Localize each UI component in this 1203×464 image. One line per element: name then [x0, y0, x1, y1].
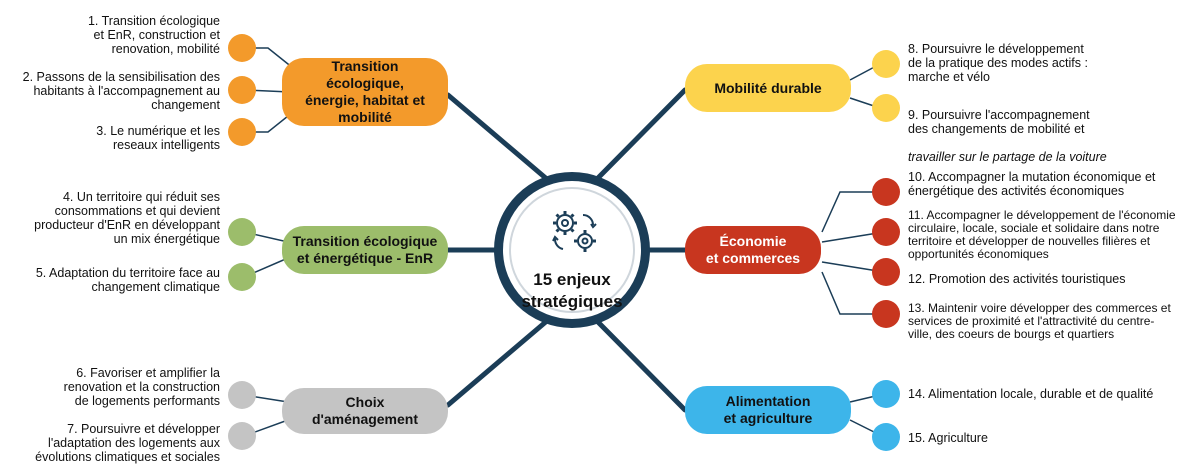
theme-alimentation-pill: Alimentation et agriculture	[685, 386, 851, 434]
item-9-italic: travailler sur le partage de la voiture	[908, 150, 1107, 164]
theme-alimentation-label: Alimentation et agriculture	[723, 393, 813, 426]
gears-arrows-icon	[552, 211, 597, 252]
node-1	[228, 34, 256, 62]
theme-mobilite-label: Mobilité durable	[714, 79, 822, 96]
theme-mobilite-pill: Mobilité durable	[685, 64, 851, 112]
item-5: 5. Adaptation du territoire face au chan…	[35, 266, 220, 294]
node-6	[228, 381, 256, 409]
item-14: 14. Alimentation locale, durable et de q…	[908, 387, 1154, 401]
theme-amenagement-label: Choix d'aménagement	[311, 394, 419, 427]
item-11: 11. Accompagner le développement de l'éc…	[908, 208, 1176, 261]
node-4	[228, 218, 256, 246]
theme-economie-label: Économie et commerces	[705, 233, 801, 266]
item-4: 4. Un territoire qui réduit ses consomma…	[34, 190, 220, 246]
node-13	[872, 300, 900, 328]
item-3: 3. Le numérique et les reseaux intellige…	[96, 124, 220, 152]
node-8	[872, 50, 900, 78]
branch-10	[821, 191, 884, 233]
node-15	[872, 423, 900, 451]
theme-enr-pill: Transition écologique et énergétique - E…	[282, 226, 448, 274]
item-9: 9. Poursuivre l'accompagnement des chang…	[908, 94, 1198, 164]
node-5	[228, 263, 256, 291]
center-title: 15 enjeux stratégiques	[521, 270, 623, 311]
item-1: 1. Transition écologique et EnR, constru…	[87, 14, 220, 56]
link-mobilite	[593, 87, 688, 183]
link-alimentation	[593, 317, 688, 413]
branch-13	[821, 271, 884, 315]
link-transition	[445, 92, 551, 183]
node-14	[872, 380, 900, 408]
theme-amenagement-pill: Choix d'aménagement	[282, 388, 448, 434]
link-amenagement	[445, 317, 551, 408]
item-9-text: 9. Poursuivre l'accompagnement des chang…	[908, 108, 1090, 136]
item-7: 7. Poursuivre et développer l'adaptation…	[35, 422, 220, 464]
node-3	[228, 118, 256, 146]
node-12	[872, 258, 900, 286]
theme-economie-pill: Économie et commerces	[685, 226, 821, 274]
item-8: 8. Poursuivre le développement de la pra…	[908, 42, 1088, 84]
item-6: 6. Favoriser et amplifier la renovation …	[63, 366, 220, 408]
node-2	[228, 76, 256, 104]
item-15: 15. Agriculture	[908, 431, 988, 445]
node-7	[228, 422, 256, 450]
center-hub: 15 enjeux stratégiques	[494, 172, 650, 328]
item-10: 10. Accompagner la mutation économique e…	[908, 170, 1156, 198]
theme-enr-label: Transition écologique et énergétique - E…	[292, 233, 438, 266]
node-10	[872, 178, 900, 206]
center-hub-ring	[509, 187, 635, 313]
theme-transition-label: Transition écologique, énergie, habitat …	[305, 58, 425, 125]
item-13: 13. Maintenir voire développer des comme…	[908, 301, 1171, 341]
node-11	[872, 218, 900, 246]
node-9	[872, 94, 900, 122]
theme-transition-pill: Transition écologique, énergie, habitat …	[282, 58, 448, 126]
item-12: 12. Promotion des activités touristiques	[908, 272, 1126, 286]
item-2: 2. Passons de la sensibilisation des hab…	[22, 70, 220, 112]
